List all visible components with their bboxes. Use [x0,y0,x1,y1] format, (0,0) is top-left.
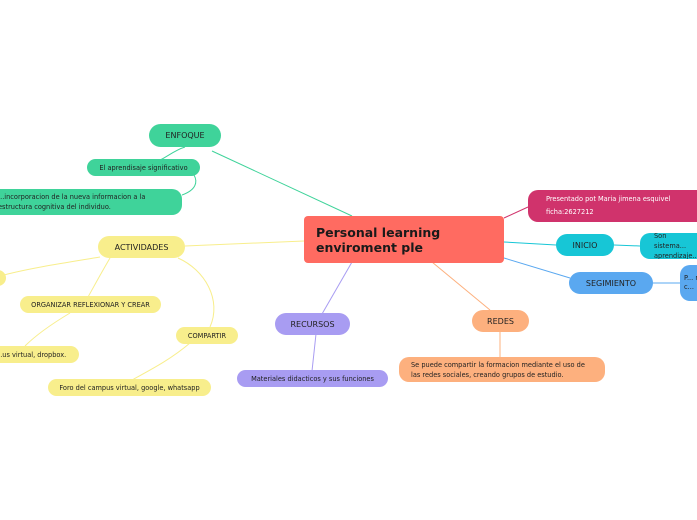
topic-recursos[interactable]: RECURSOS [275,313,350,335]
subtopic-materiales[interactable]: Materiales didacticos y sus funciones [237,370,388,387]
subtopic-inicio-detail-label: Son sistema... aprendizaje... [654,233,697,259]
node-presentado[interactable]: Presentado pot Maria jimena esquivel fic… [528,190,697,222]
subtopic-campus-virtual-label: ...us virtual, dropbox. [0,350,67,359]
topic-inicio[interactable]: INICIO [556,234,614,256]
subtopic-inicio-detail[interactable]: Son sistema... aprendizaje... [640,233,697,259]
topic-actividades[interactable]: ACTIVIDADES [98,236,185,258]
topic-redes[interactable]: REDES [472,310,529,332]
topic-actividades-label: ACTIVIDADES [114,242,169,252]
topic-enfoque-label: ENFOQUE [165,131,205,140]
subtopic-foro[interactable]: Foro del campus virtual, google, whatsap… [48,379,211,396]
subtopic-campus-virtual[interactable]: ...us virtual, dropbox. [0,346,79,363]
subtopic-redes-sociales[interactable]: Se puede compartir la formacion mediante… [399,357,605,382]
subtopic-incorporacion[interactable]: ...incorporacion de la nueva informacion… [0,189,182,215]
node-presentado-label: Presentado pot Maria jimena esquivel fic… [546,195,671,216]
subtopic-segimiento-detail[interactable]: P... r... c... [680,265,697,301]
partial-node-left[interactable] [0,270,6,286]
topic-inicio-label: INICIO [572,240,598,250]
subtopic-organizar[interactable]: ORGANIZAR REFLEXIONAR Y CREAR [20,296,161,313]
topic-segimiento[interactable]: SEGIMIENTO [569,272,653,294]
subtopic-compartir-label: COMPARTIR [187,331,227,340]
central-title: Personal learning enviroment ple [316,224,441,255]
topic-segimiento-label: SEGIMIENTO [585,278,637,288]
subtopic-redes-sociales-label: Se puede compartir la formacion mediante… [411,360,585,379]
subtopic-compartir[interactable]: COMPARTIR [176,327,238,344]
subtopic-aprendisaje-label: El aprendisaje significativo [99,163,188,172]
subtopic-materiales-label: Materiales didacticos y sus funciones [251,374,374,383]
central-topic[interactable]: Personal learning enviroment ple [304,216,504,263]
subtopic-organizar-label: ORGANIZAR REFLEXIONAR Y CREAR [31,300,150,309]
topic-enfoque[interactable]: ENFOQUE [149,124,221,147]
subtopic-segimiento-detail-label: P... r... c... [684,274,697,291]
subtopic-foro-label: Foro del campus virtual, google, whatsap… [59,383,200,392]
subtopic-incorporacion-label: ...incorporacion de la nueva informacion… [0,193,146,211]
topic-redes-label: REDES [487,316,514,326]
subtopic-aprendisaje[interactable]: El aprendisaje significativo [87,159,200,176]
topic-recursos-label: RECURSOS [290,319,335,329]
